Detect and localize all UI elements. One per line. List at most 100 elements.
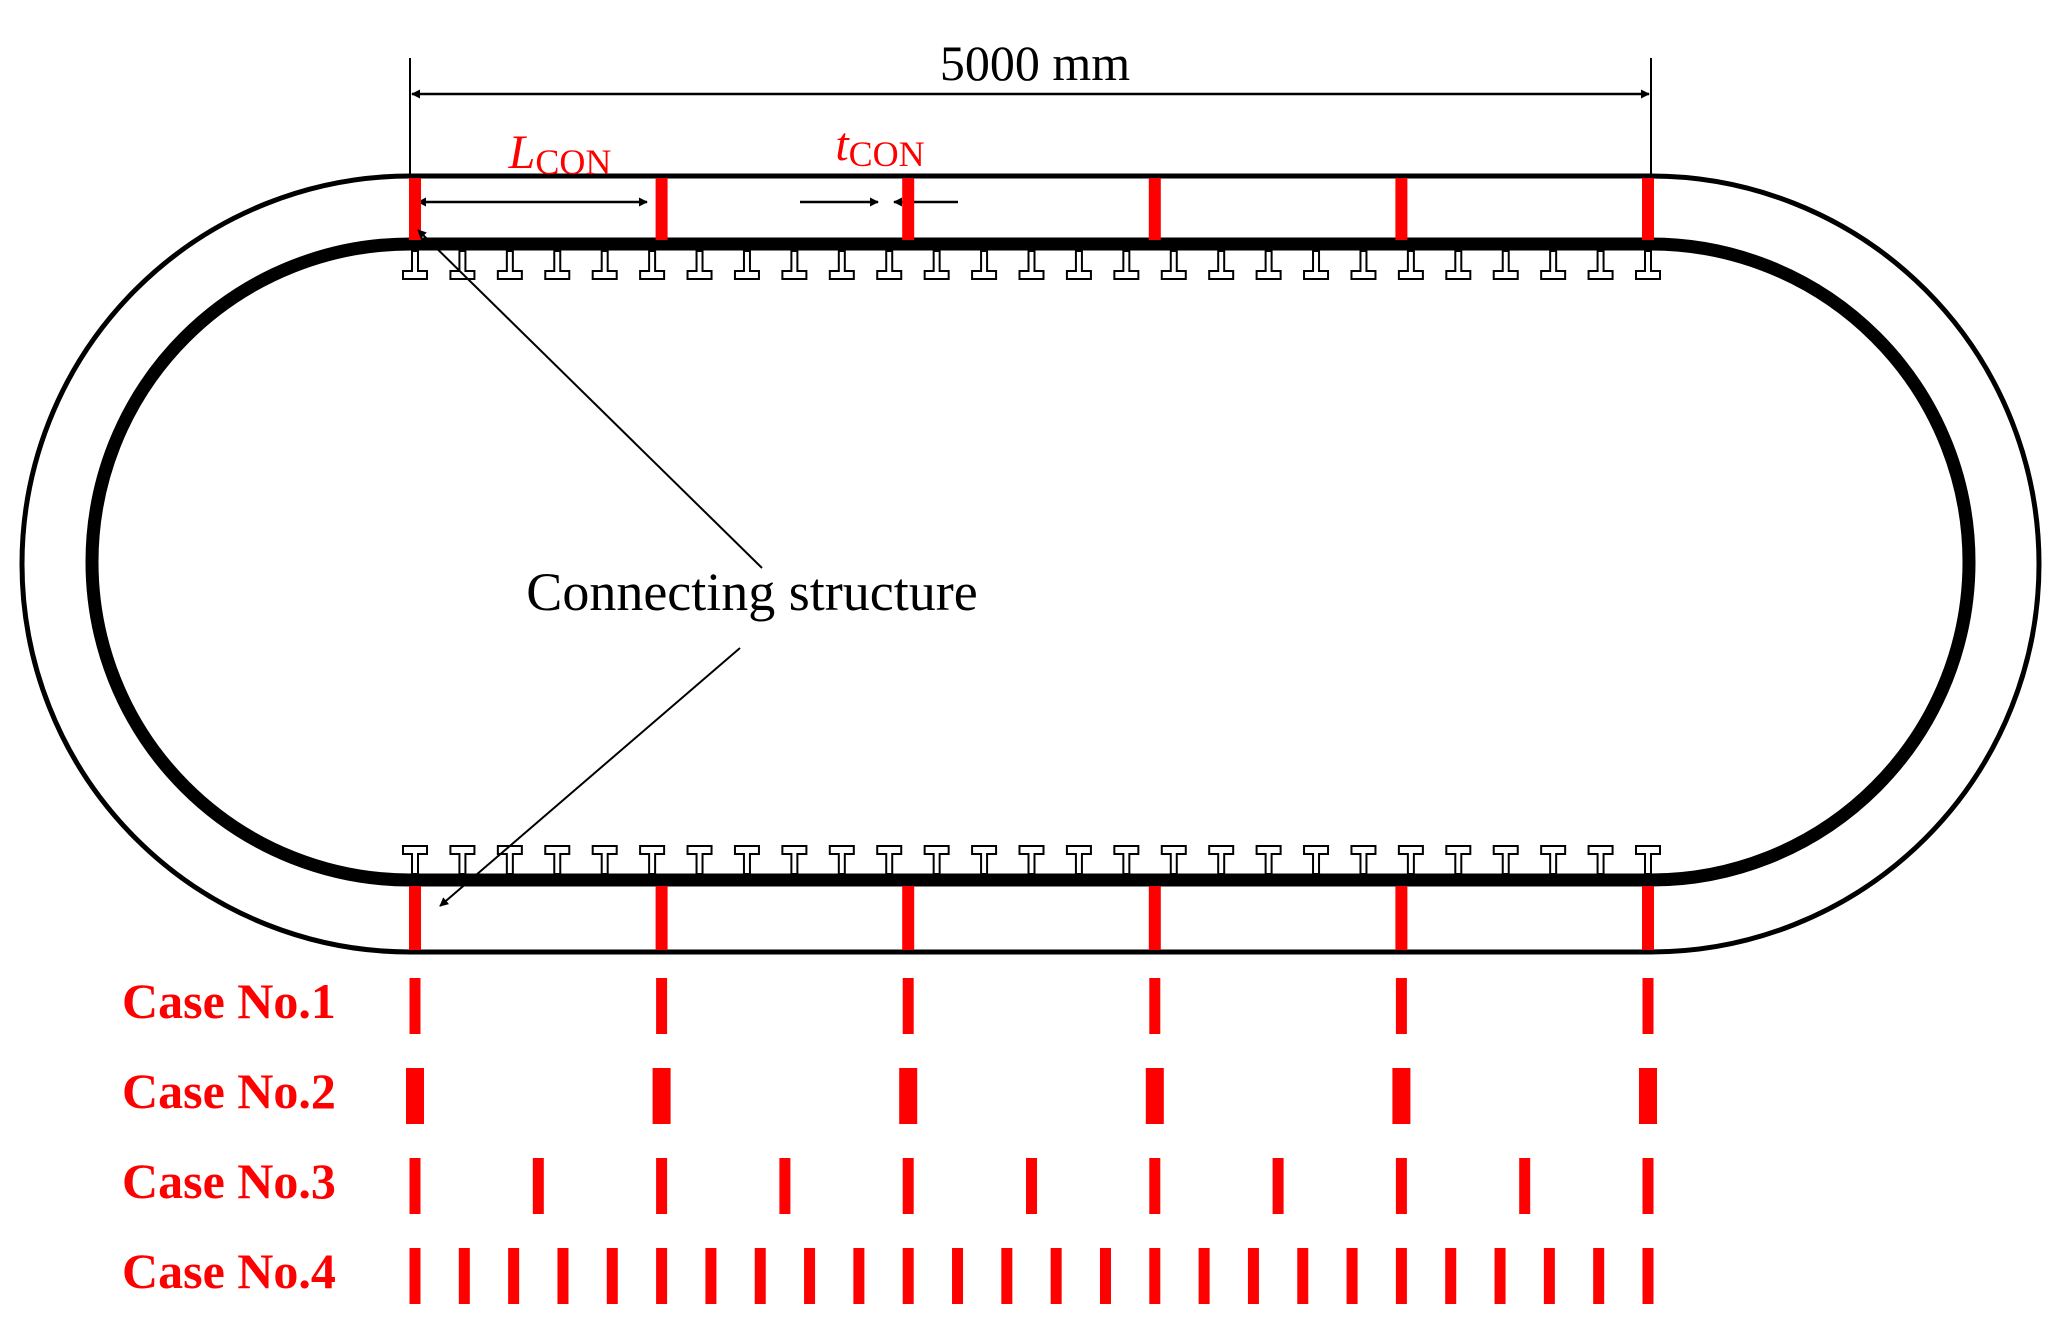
stiffener	[1492, 250, 1519, 280]
stiffener	[828, 845, 855, 875]
case-connector-mark	[1395, 1248, 1407, 1304]
case-connector-mark	[1346, 1248, 1358, 1304]
case-connector-mark	[1642, 1248, 1654, 1304]
stiffener	[781, 250, 808, 280]
case-connector-mark	[1149, 1158, 1161, 1214]
case-connector-mark	[952, 1248, 964, 1304]
case-connector-mark	[458, 1248, 470, 1304]
stiffener	[923, 845, 950, 875]
stiffener	[1587, 250, 1614, 280]
case-connector-mark	[1543, 1248, 1555, 1304]
case-label: Case No.4	[122, 1243, 336, 1299]
stiffener	[1113, 250, 1140, 280]
case-connector-mark	[1639, 1068, 1657, 1124]
case-label: Case No.3	[122, 1153, 336, 1209]
stiffener	[591, 845, 618, 875]
inner-track-outline	[85, 237, 1976, 887]
stiffener	[1587, 845, 1614, 875]
case-connector-mark	[1395, 1158, 1407, 1214]
stiffener	[1160, 250, 1187, 280]
case-connector-mark	[656, 978, 668, 1034]
stiffener	[496, 250, 523, 280]
case-connector-mark	[1272, 1158, 1284, 1214]
connector-thickness-dimension: tCON	[800, 118, 958, 207]
stiffener	[1018, 845, 1045, 875]
case-label: Case No.1	[122, 973, 336, 1029]
case-row-2: Case No.2	[122, 1063, 1657, 1124]
case-connector-mark	[1145, 1068, 1164, 1124]
stiffener	[1445, 845, 1472, 875]
stiffener	[781, 845, 808, 875]
connecting-structure	[902, 178, 915, 240]
stiffener	[971, 845, 998, 875]
stiffener	[1635, 845, 1661, 875]
stiffener	[449, 250, 476, 280]
connector-spacing-dimension: LCON	[417, 126, 648, 207]
case-connector-mark	[1149, 978, 1161, 1034]
stiffener	[1018, 250, 1045, 280]
top-connecting-structures	[409, 178, 1654, 240]
case-connector-mark	[652, 1068, 671, 1124]
connector-spacing-label: LCON	[508, 126, 612, 182]
case-connector-mark	[656, 1158, 668, 1214]
case-connector-mark	[902, 978, 914, 1034]
stiffener	[1208, 250, 1235, 280]
case-connector-mark	[754, 1248, 766, 1304]
case-connector-mark	[409, 1248, 421, 1304]
stiffener	[496, 845, 523, 875]
connecting-structure	[409, 886, 421, 950]
stiffener	[876, 845, 903, 875]
connecting-structure	[1642, 886, 1654, 950]
stiffener	[923, 250, 950, 280]
stiffener	[1445, 250, 1472, 280]
stiffener	[1065, 845, 1092, 875]
connecting-structure	[1148, 886, 1161, 950]
connecting-structure	[1395, 178, 1408, 240]
case-connector-mark	[902, 1158, 914, 1214]
case-connector-mark	[1445, 1248, 1457, 1304]
case-connector-mark	[705, 1248, 717, 1304]
stiffener	[971, 250, 998, 280]
stiffener	[828, 250, 855, 280]
case-connector-mark	[1642, 1158, 1654, 1214]
connector-thickness-label: tCON	[835, 118, 924, 174]
dimension-label: 5000 mm	[940, 35, 1130, 91]
stiffener	[1492, 845, 1519, 875]
stiffener	[1540, 845, 1567, 875]
case-connector-mark	[1593, 1248, 1605, 1304]
case-connector-mark	[409, 978, 421, 1034]
case-row-4: Case No.4	[122, 1243, 1654, 1304]
case-connector-mark	[557, 1248, 569, 1304]
stiffener	[1303, 250, 1330, 280]
stiffener	[544, 250, 571, 280]
connecting-structure	[655, 178, 668, 240]
case-connector-mark	[1099, 1248, 1111, 1304]
case-connector-mark	[606, 1248, 618, 1304]
connecting-structure	[655, 886, 668, 950]
case-connector-mark	[1247, 1248, 1259, 1304]
stiffener	[1397, 845, 1424, 875]
case-connector-mark	[902, 1248, 914, 1304]
stiffener	[449, 845, 476, 875]
stiffener	[1255, 250, 1282, 280]
case-connector-mark	[853, 1248, 865, 1304]
stiffener	[1303, 845, 1330, 875]
case-connector-mark	[532, 1158, 544, 1214]
connecting-structure-callout: Connecting structure	[417, 229, 978, 907]
case-connector-mark	[1050, 1248, 1062, 1304]
case-connector-mark	[804, 1248, 816, 1304]
case-connector-mark	[1198, 1248, 1210, 1304]
stiffener	[733, 845, 760, 875]
case-connector-mark	[1026, 1158, 1037, 1214]
bottom-connecting-structures	[409, 886, 1654, 950]
stiffener	[686, 845, 713, 875]
stiffener	[544, 845, 571, 875]
case-connector-mark	[1149, 1248, 1161, 1304]
stiffener	[591, 250, 618, 280]
case-connector-mark	[1519, 1158, 1531, 1214]
stiffener	[1208, 845, 1235, 875]
top-stiffener-row	[402, 250, 1661, 280]
case-row-1: Case No.1	[122, 973, 1654, 1034]
stiffener	[1160, 845, 1187, 875]
